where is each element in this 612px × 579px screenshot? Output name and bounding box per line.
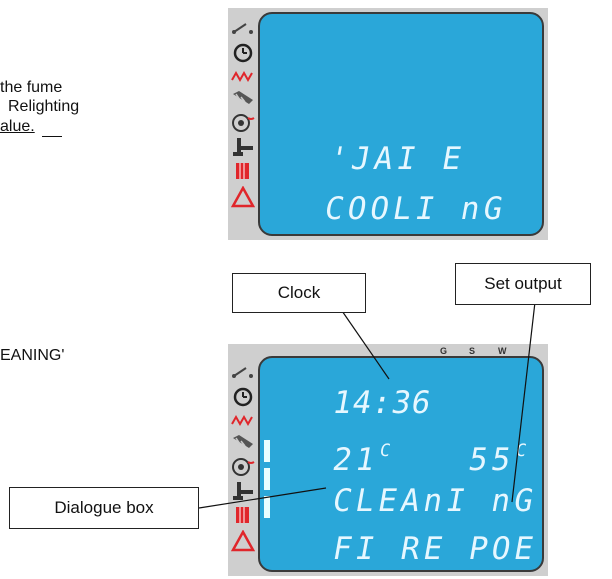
display-panel-bottom: G S W 14:36 21C 55C CLEAnI nG FI RE POE: [228, 344, 548, 576]
tap-icon: [233, 138, 253, 156]
tap-icon: [233, 482, 253, 500]
text-line-value: alue.: [0, 118, 35, 135]
lcd-line-cooling: COOLI nG: [321, 191, 510, 227]
display-panel-top: 'JAI E COOLI nG: [228, 8, 548, 240]
warning-icon: [231, 530, 255, 552]
indicator-w: W: [498, 346, 507, 356]
radiator-icon: [236, 163, 249, 179]
level-bar-segment: [264, 468, 270, 490]
radiator-icon: [236, 507, 249, 523]
text-line-cleaning: EANING': [0, 347, 65, 364]
warning-icon: [231, 186, 255, 208]
lcd-screen-top: 'JAI E COOLI nG: [258, 12, 544, 236]
lcd-clock: 14:36: [329, 385, 435, 421]
fan-icon: [232, 114, 255, 132]
clock-icon: [233, 43, 253, 63]
text-line-relighting: Relighting: [8, 98, 80, 115]
level-bar-segment: [264, 496, 270, 518]
auger-icon: [233, 91, 253, 104]
lcd-screen-bottom: 14:36 21C 55C CLEAnI nG FI RE POE: [258, 356, 544, 572]
heater-coil-icon: [231, 414, 253, 427]
callout-set-output: Set output: [455, 263, 591, 305]
indicator-g: G: [440, 346, 448, 356]
switch-icon: [232, 23, 253, 34]
callout-clock: Clock: [232, 273, 366, 313]
fan-icon: [232, 458, 255, 476]
lcd-temp-left: 21C: [329, 441, 392, 478]
lcd-line-wait: 'JAI E: [325, 141, 469, 177]
auger-icon: [233, 435, 253, 448]
indicator-s: S: [469, 346, 476, 356]
lcd-temp-right: 55C: [465, 441, 528, 478]
lcd-line-cleaning: CLEAnI nG: [329, 483, 541, 519]
text-line-fume: the fume: [0, 79, 63, 96]
level-bar-segment: [264, 440, 270, 462]
switch-icon: [232, 367, 253, 378]
lcd-line-fire-pot: FI RE POE: [329, 531, 541, 567]
callout-dialogue-box: Dialogue box: [9, 487, 199, 529]
text-underline: [42, 136, 62, 137]
clock-icon: [233, 387, 253, 407]
heater-coil-icon: [231, 70, 253, 83]
